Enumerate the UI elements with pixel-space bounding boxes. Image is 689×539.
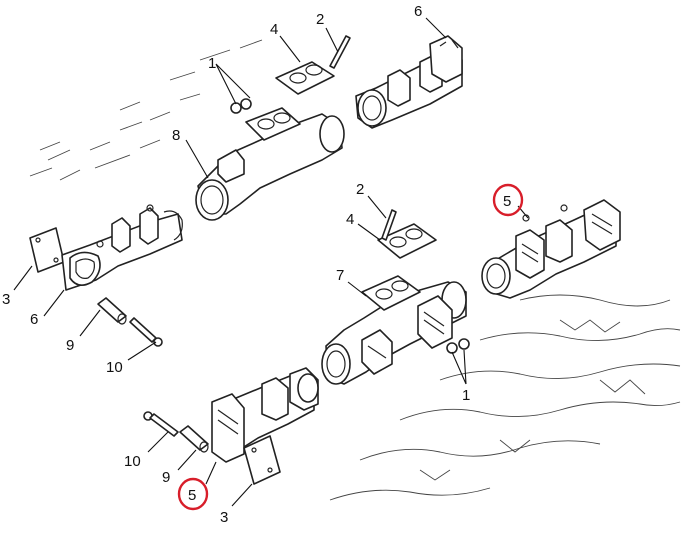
callout-6-top: 6 (414, 3, 422, 20)
highlight-ring-5-bottom (177, 477, 209, 511)
callout-1-top: 1 (208, 55, 216, 72)
callout-4-top: 4 (270, 21, 278, 38)
bottom-bolt-and-spacer (143, 411, 209, 453)
callout-1-mid: 1 (462, 387, 470, 404)
upper-manifold-center-section (197, 113, 343, 215)
engine-block-sketch-top (29, 39, 263, 181)
lower-manifold-assembly (211, 199, 621, 485)
left-bolt-and-spacer (97, 297, 163, 347)
callout-6-left: 6 (30, 311, 38, 328)
callout-8: 8 (172, 127, 180, 144)
callout-10-bottom: 10 (124, 453, 141, 470)
upper-stud (329, 35, 351, 69)
highlight-ring-5-right (492, 183, 524, 217)
callout-7: 7 (336, 267, 344, 284)
callout-labels: 1 2 4 6 8 3 6 9 10 5 2 4 7 1 10 9 5 3 (2, 3, 511, 526)
callout-10-left: 10 (106, 359, 123, 376)
callout-2-top: 2 (316, 11, 324, 28)
engine-block-sketch-bottom (329, 294, 681, 501)
highlight-circles (177, 183, 524, 511)
upper-manifold-assembly (29, 35, 463, 291)
callout-5-right: 5 (503, 193, 511, 210)
callout-3-bottom: 3 (220, 509, 228, 526)
callout-2-mid: 2 (356, 181, 364, 198)
lower-stud (381, 209, 397, 241)
callout-5-bottom: 5 (188, 487, 196, 504)
callout-3-left: 3 (2, 291, 10, 308)
callout-9-left: 9 (66, 337, 74, 354)
callout-9-bottom: 9 (162, 469, 170, 486)
upper-gasket (275, 61, 335, 95)
left-flange-gasket (29, 227, 65, 273)
leader-lines (13, 17, 529, 507)
callout-4-mid: 4 (346, 211, 354, 228)
